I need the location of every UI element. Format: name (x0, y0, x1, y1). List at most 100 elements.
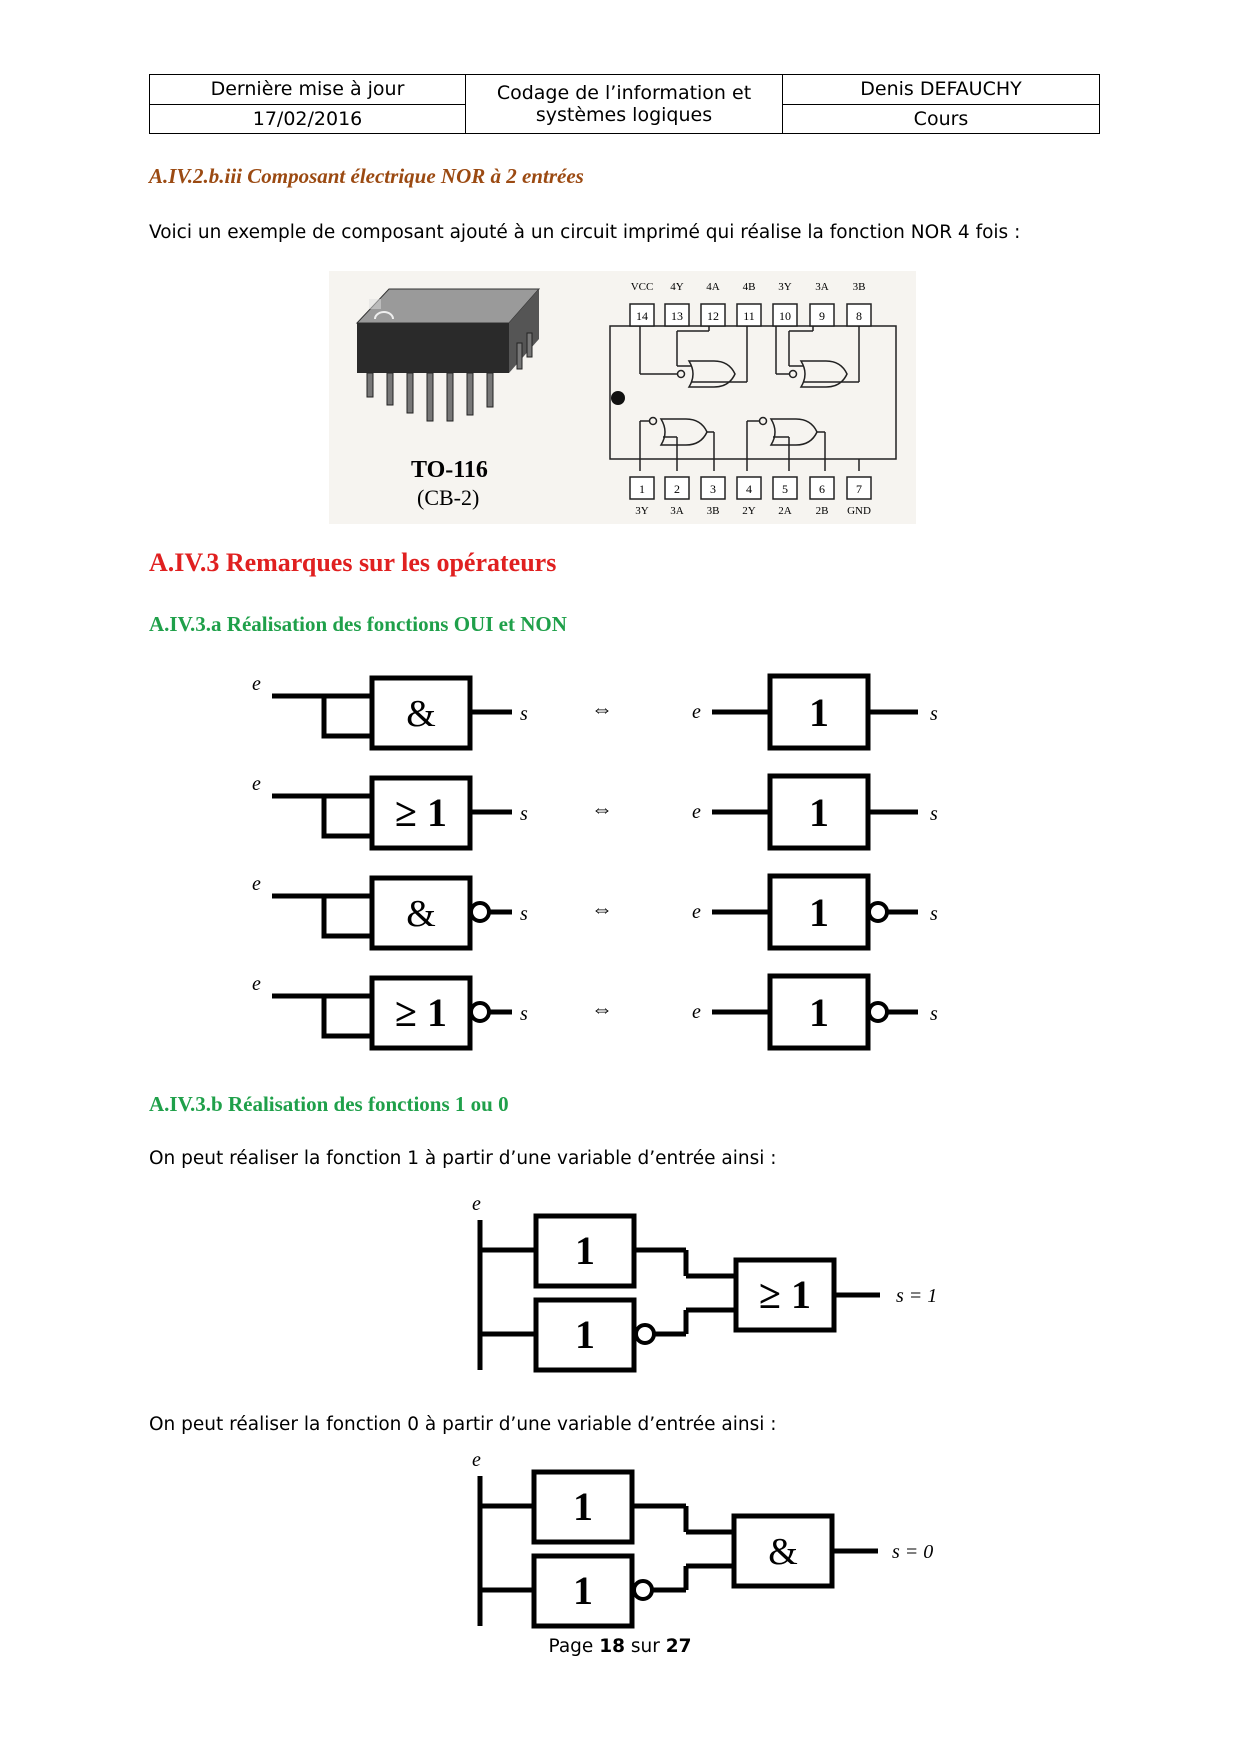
top-pin-number: 10 (779, 309, 791, 323)
document-title-line2: systèmes logiques (535, 104, 713, 126)
function-one-intro: On peut réaliser la fonction 1 à partir … (149, 1148, 777, 1169)
equivalence-row: e & s ⇔ e 1 s (252, 873, 938, 951)
top-pin-label: VCC (631, 281, 654, 293)
right-output-label: s (930, 703, 938, 725)
bottom-pin-4 (736, 476, 762, 500)
bottom-pin-6 (809, 476, 835, 500)
top-pin-label: 3B (853, 281, 866, 293)
right-input-label: e (692, 701, 701, 723)
footer-page-number: 18 (599, 1636, 625, 1657)
left-gate-symbol: & (406, 693, 436, 735)
top-pin-number: 11 (743, 309, 755, 323)
top-pin-11 (736, 303, 762, 327)
bottom-pin-label: 3B (707, 505, 720, 517)
document-type: Cours (782, 103, 1100, 134)
pin1-notch (611, 391, 625, 405)
dip-package-image: TO-116 (CB-2) (355, 288, 541, 510)
nor-gate-2 (746, 416, 826, 471)
right-gate-symbol: 1 (809, 890, 829, 935)
top-pin-14 (629, 303, 655, 327)
top-pin-number: 14 (636, 309, 648, 323)
top-pin-number: 12 (707, 309, 719, 323)
circuit-one-output-label: s = 1 (896, 1285, 937, 1307)
bottom-pin-label: GND (847, 505, 871, 517)
left-input-branch (321, 696, 372, 739)
right-input-label: e (692, 901, 701, 923)
circuit-one-negation-bubble (634, 1323, 656, 1345)
circuit-one-or-gate-symbol: ≥ 1 (759, 1272, 811, 1317)
circuit-zero-input-label: e (472, 1449, 481, 1471)
circuit-zero-and-gate-symbol: & (768, 1531, 798, 1573)
nor-component-intro: Voici un exemple de composant ajouté à u… (149, 222, 1021, 243)
right-output-label: s (930, 1003, 938, 1025)
bottom-pin-label: 2A (778, 505, 792, 517)
section-heading-oui-non: A.IV.3.a Réalisation des fonctions OUI e… (149, 612, 567, 636)
left-input-label: e (252, 973, 261, 995)
page-footer: Page 18 sur 27 (0, 1636, 1240, 1657)
bottom-pin-1 (629, 476, 655, 500)
section-heading-nor-component: A.IV.2.b.iii Composant électrique NOR à … (149, 164, 584, 188)
top-pin-9 (809, 303, 835, 327)
left-output-label: s (520, 903, 528, 925)
document-title-line1: Codage de l’information et (496, 82, 752, 104)
circuit-one-input-label: e (472, 1193, 481, 1215)
right-output-label: s (930, 903, 938, 925)
left-input-branch (321, 896, 372, 939)
top-pin-label: 4Y (670, 281, 684, 293)
bottom-pin-label: 3Y (635, 505, 649, 517)
author: Denis DEFAUCHY (782, 74, 1100, 105)
package-name: TO-116 (411, 457, 488, 483)
ic-body (609, 325, 897, 460)
footer-prefix: Page (548, 1636, 594, 1657)
circuit-one-bottom-gate (533, 1297, 637, 1373)
pinout-diagram (609, 313, 897, 471)
circuit-zero-top-gate-symbol: 1 (573, 1484, 593, 1529)
section-heading-remarks: A.IV.3 Remarques sur les opérateurs (149, 548, 557, 577)
update-date: 17/02/2016 (149, 103, 466, 134)
bottom-pin-number: 3 (710, 482, 716, 496)
right-output-label: s (930, 803, 938, 825)
top-pin-number: 13 (671, 309, 683, 323)
bottom-pin-label: 2B (816, 505, 829, 517)
left-input-label: e (252, 773, 261, 795)
left-gate-symbol: & (406, 893, 436, 935)
circuit-zero-output-label: s = 0 (892, 1541, 933, 1563)
top-pin-label: 3Y (778, 281, 792, 293)
left-negation-bubble (469, 901, 491, 923)
bottom-pin-number: 2 (674, 482, 680, 496)
left-input-branch (321, 796, 372, 839)
left-output-label: s (520, 703, 528, 725)
circuit-zero-bottom-gate-symbol: 1 (573, 1568, 593, 1613)
top-pin-label: 4B (743, 281, 756, 293)
top-pin-label: 3A (815, 281, 829, 293)
left-input-label: e (252, 873, 261, 895)
left-output-label: s (520, 1003, 528, 1025)
circuit-zero-bottom-gate (531, 1553, 635, 1629)
bottom-pin-5 (772, 476, 798, 500)
footer-total-pages: 27 (665, 1636, 692, 1657)
bottom-pin-number: 7 (856, 482, 862, 496)
right-gate-symbol: 1 (809, 690, 829, 735)
top-pin-13 (664, 303, 690, 327)
right-negation-bubble (867, 1001, 889, 1023)
equivalence-symbol: ⇔ (591, 896, 613, 921)
chip-illustration: TO-116 (CB-2) (355, 281, 897, 517)
footer-middle: sur (630, 1636, 660, 1657)
package-code: (CB-2) (417, 485, 479, 510)
right-gate-symbol: 1 (809, 790, 829, 835)
left-input-label: e (252, 673, 261, 695)
right-input-label: e (692, 801, 701, 823)
bottom-pin-label: 3A (670, 505, 684, 517)
equivalence-symbol: ⇔ (591, 796, 613, 821)
top-pin-label: 4A (706, 281, 720, 293)
left-output-label: s (520, 803, 528, 825)
bottom-pin-7 (846, 476, 872, 500)
function-one-circuit: e 1 1 ≥ 1 s = 1 (472, 1193, 937, 1373)
bottom-pin-number: 5 (782, 482, 788, 496)
circuit-zero-negation-bubble (632, 1579, 654, 1601)
pin-layer: 14VCC134Y124A114B103Y93A83B13Y23A33B42Y5… (629, 281, 872, 517)
right-input-label: e (692, 1001, 701, 1023)
